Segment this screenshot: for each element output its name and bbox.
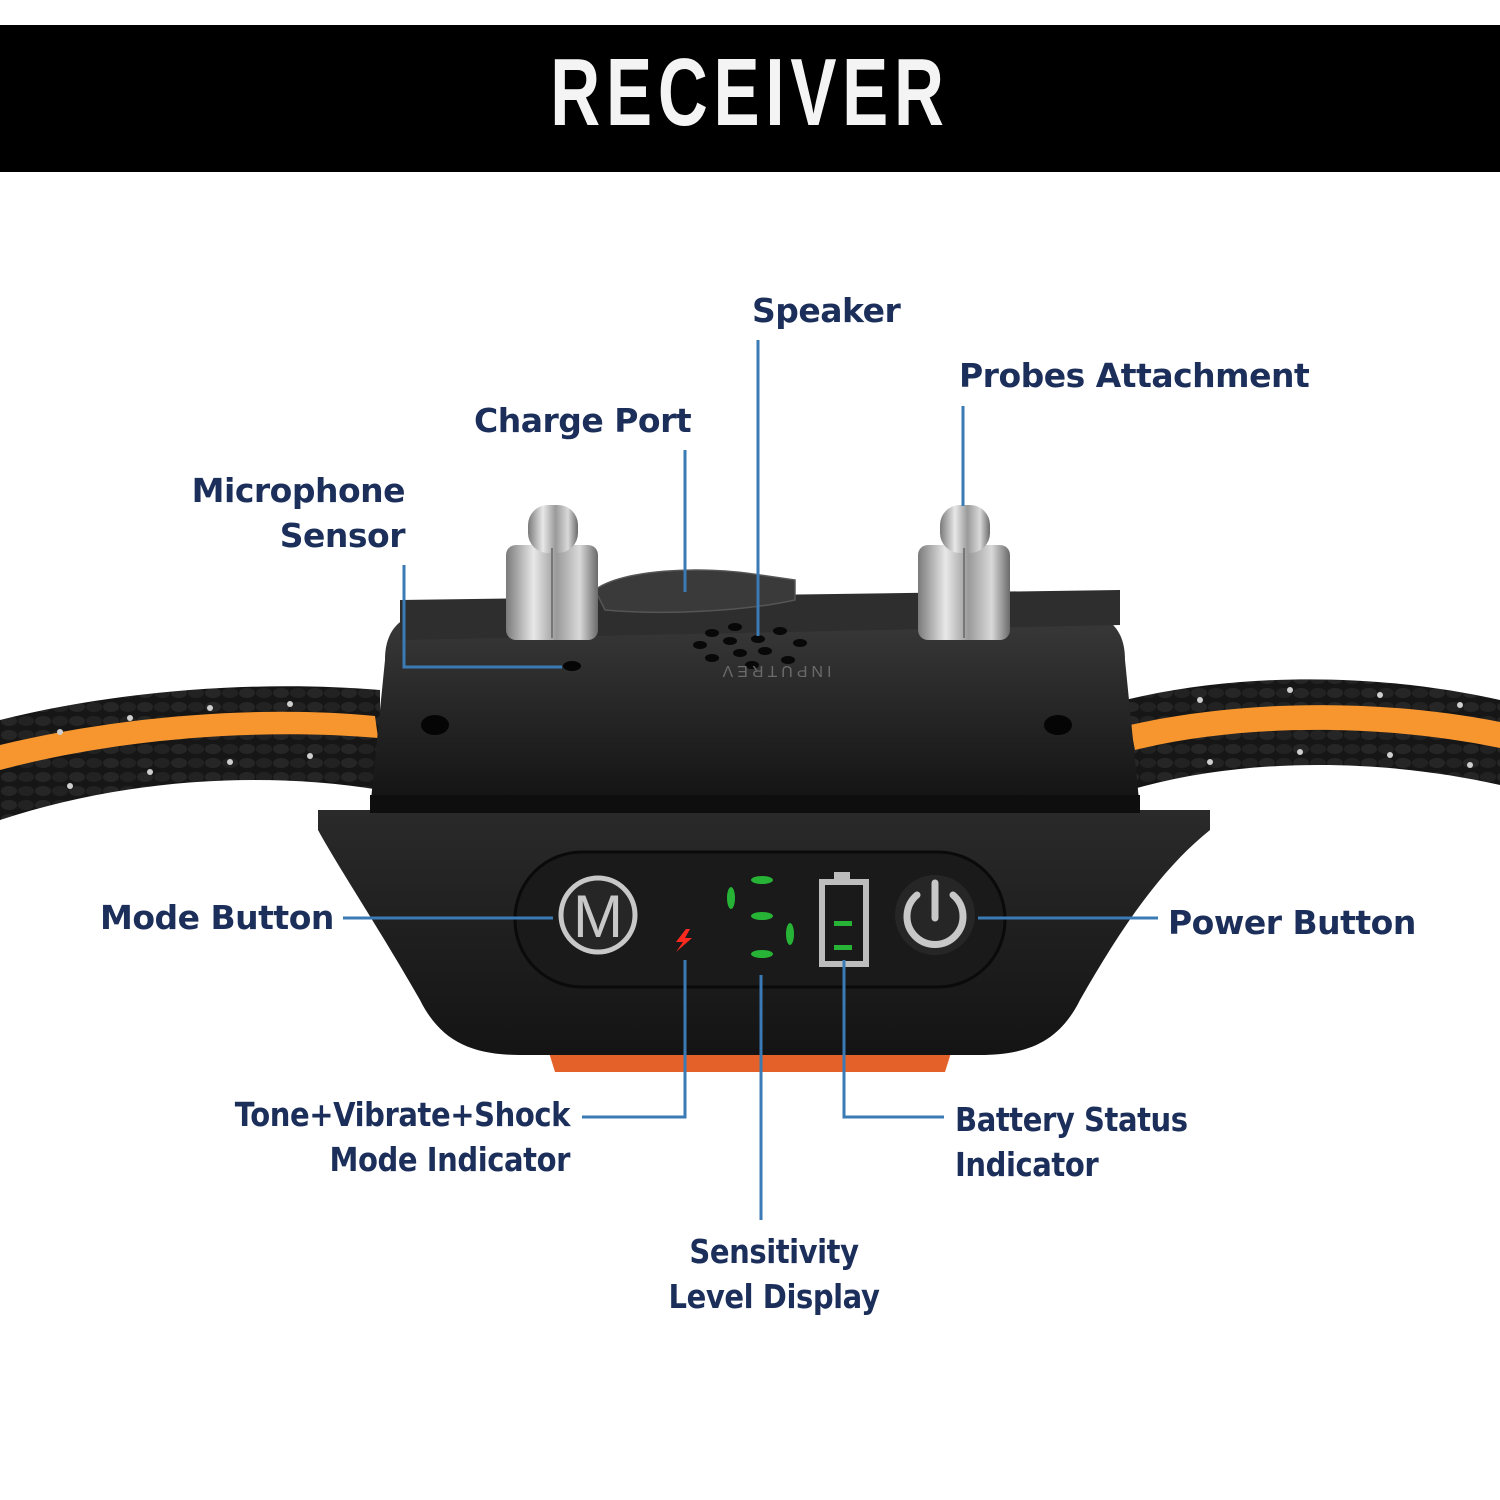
label-mode-indicator: Tone+Vibrate+Shock Mode Indicator	[209, 1092, 571, 1182]
label-power-button: Power Button	[1168, 903, 1416, 942]
label-sensitivity-line2: Level Display	[668, 1277, 880, 1316]
battery-bar-1	[834, 945, 852, 950]
charge-port-cover	[594, 569, 796, 614]
segment-lower-right	[786, 923, 794, 945]
label-probes-attachment: Probes Attachment	[959, 356, 1310, 395]
brand-engraving: INPUTREV	[719, 662, 832, 679]
screw-hole-left	[421, 715, 449, 735]
speaker-grille	[693, 623, 807, 669]
leader-battery	[842, 960, 944, 1119]
power-button[interactable]	[895, 875, 975, 955]
sensitivity-display	[727, 876, 794, 958]
leader-microphone	[402, 565, 562, 669]
segment-bottom	[751, 950, 773, 958]
strap-left	[0, 686, 380, 820]
label-battery-status: Battery Status Indicator	[955, 1097, 1188, 1187]
label-microphone-line2: Sensor	[279, 516, 406, 555]
microphone-hole	[563, 661, 581, 671]
power-icon	[903, 891, 967, 948]
segment-top	[751, 876, 773, 884]
label-speaker: Speaker	[752, 291, 901, 330]
screw-hole-right	[1044, 715, 1072, 735]
lightning-icon	[676, 929, 692, 952]
probe-left	[506, 505, 598, 640]
leader-mode-indicator	[582, 960, 687, 1119]
banner-title: RECEIVER	[550, 39, 950, 146]
segment-upper-left	[727, 887, 735, 909]
body-seam	[370, 795, 1140, 813]
label-microphone-line1: Microphone	[191, 471, 406, 510]
mode-button[interactable]: M	[558, 875, 638, 955]
label-battery-line1: Battery Status	[955, 1100, 1188, 1139]
title-banner: RECEIVER	[0, 25, 1500, 172]
label-sensitivity-line1: Sensitivity	[689, 1232, 859, 1271]
label-microphone-sensor: Microphone Sensor	[150, 468, 406, 558]
mode-button-glyph: M	[573, 883, 623, 950]
strap-right	[1125, 679, 1500, 790]
probe-right	[918, 505, 1010, 640]
label-mode-button: Mode Button	[100, 898, 334, 937]
label-battery-line2: Indicator	[955, 1145, 1099, 1184]
segment-middle	[751, 912, 773, 920]
label-charge-port: Charge Port	[474, 401, 692, 440]
battery-bar-2	[834, 921, 852, 926]
label-sensitivity-display: Sensitivity Level Display	[633, 1229, 915, 1319]
receiver-body-top	[370, 610, 1140, 810]
label-mode-indicator-line2: Mode Indicator	[329, 1140, 571, 1179]
leader-lines	[343, 340, 1158, 1220]
label-mode-indicator-line1: Tone+Vibrate+Shock	[234, 1095, 571, 1134]
